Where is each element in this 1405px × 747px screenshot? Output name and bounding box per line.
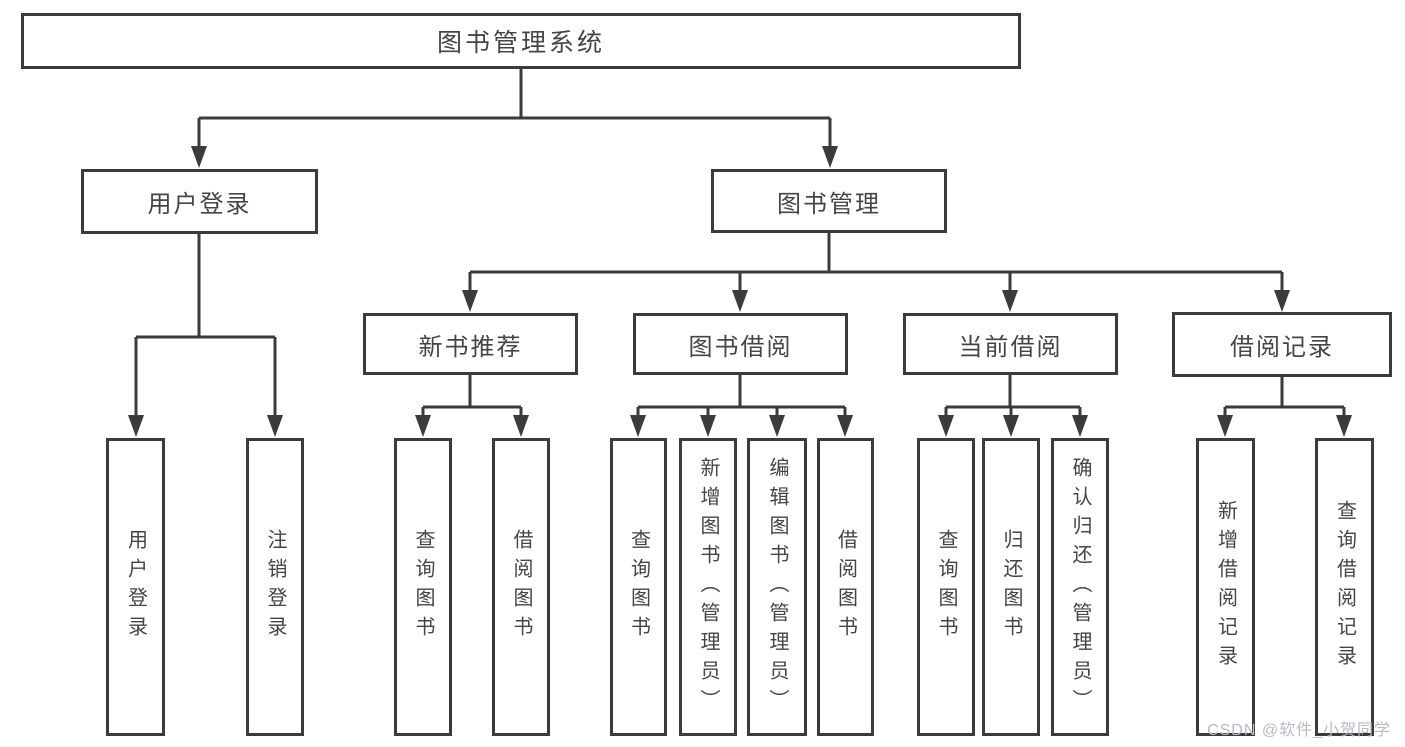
node-leaf-query-books-recommend: 查询图书 [394,438,452,736]
node-leaf-edit-books-admin: 编辑图书（管理员） [747,438,807,736]
node-leaf-query-books-current: 查询图书 [917,438,975,736]
node-label: 新增借阅记录 [1214,500,1237,674]
node-label: 用户登录 [147,191,252,218]
node-label: 借阅记录 [1230,334,1334,361]
node-user-login-branch: 用户登录 [81,169,318,234]
node-label: 查询借阅记录 [1333,500,1356,674]
node-label: 查询图书 [412,529,434,645]
node-library-management-system: 图书管理系统 [21,13,1021,69]
node-leaf-logout: 注销登录 [246,438,304,736]
node-leaf-add-borrow-record: 新增借阅记录 [1196,438,1255,736]
csdn-watermark: CSDN @软件_小贺同学 [1207,722,1391,739]
arrowheads [128,146,1352,437]
node-borrow-records: 借阅记录 [1172,312,1392,377]
node-label: 图书管理系统 [436,29,605,57]
node-leaf-borrow-books-recommend: 借阅图书 [492,438,550,736]
node-leaf-add-books-admin: 新增图书（管理员） [679,438,737,736]
node-label: 当前借阅 [958,333,1063,361]
node-label: 借阅图书 [834,529,857,645]
node-leaf-user-login: 用户登录 [106,438,165,736]
node-label: 归还图书 [1000,529,1022,645]
node-leaf-return-books: 归还图书 [982,438,1040,736]
node-book-borrow: 图书借阅 [633,313,848,375]
node-leaf-query-borrow-record: 查询借阅记录 [1315,438,1374,736]
node-leaf-confirm-return-admin: 确认归还（管理员） [1051,438,1109,736]
node-label: 查询图书 [935,529,957,645]
node-label: 用户登录 [124,529,147,645]
node-new-book-recommend: 新书推荐 [363,313,578,375]
node-leaf-borrow-books: 借阅图书 [817,438,874,736]
node-label: 注销登录 [264,529,286,645]
node-label: 新增图书（管理员） [697,456,719,718]
node-current-borrow: 当前借阅 [903,313,1118,375]
node-label: 图书借阅 [688,333,793,361]
node-label: 确认归还（管理员） [1069,456,1091,718]
node-book-management-branch: 图书管理 [711,169,947,233]
node-label: 图书管理 [777,190,881,218]
node-label: 新书推荐 [418,333,523,361]
node-label: 编辑图书（管理员） [766,456,788,718]
node-label: 查询图书 [627,529,650,645]
node-label: 借阅图书 [510,529,532,645]
node-leaf-query-books-borrow: 查询图书 [610,438,667,736]
